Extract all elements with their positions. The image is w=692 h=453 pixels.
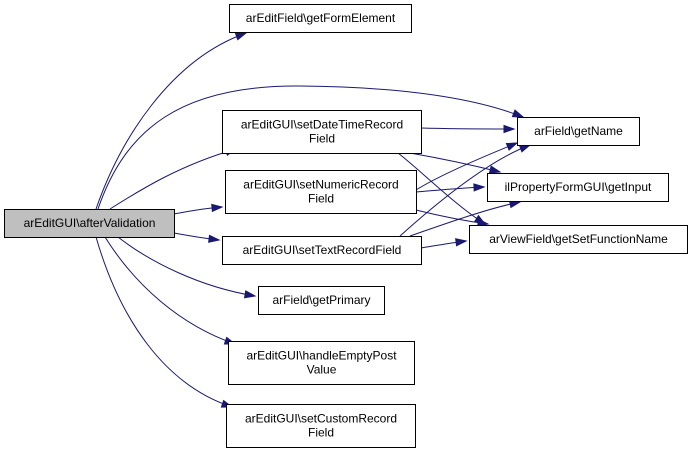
edge-afterValidation-to-handleEmpty (104, 236, 237, 345)
node-label: arEditGUI\setDateTimeRecord (241, 118, 403, 132)
edge-line (420, 127, 515, 130)
edge-setNumeric-to-getInput (415, 183, 486, 193)
node-box[interactable] (222, 110, 422, 154)
edge-arrowhead (503, 124, 516, 134)
edge-afterValidation-to-setCustom (95, 236, 234, 408)
node-label: arEditGUI\afterValidation (24, 216, 156, 230)
node-getInput[interactable]: ilPropertyFormGUI\getInput (487, 173, 669, 202)
node-getSetFunctionName[interactable]: arViewField\getSetFunctionName (469, 225, 688, 254)
node-box[interactable] (226, 404, 416, 448)
nodes-layer: arEditGUI\afterValidation arEditField\get… (4, 4, 688, 448)
node-box[interactable] (517, 117, 640, 146)
node-box[interactable] (469, 225, 688, 254)
node-box[interactable] (229, 4, 412, 33)
edge-setText-to-getSetFunctionName (420, 238, 468, 249)
node-getPrimary[interactable]: arField\getPrimary (258, 286, 385, 315)
edge-line (117, 236, 256, 297)
node-box[interactable] (225, 170, 417, 214)
edge-setDateTime-to-getName (420, 124, 516, 134)
edge-arrowhead (208, 234, 221, 243)
node-label: arEditGUI\setCustomRecord (245, 412, 397, 426)
edge-arrowhead (511, 109, 525, 118)
edge-line (109, 148, 237, 210)
edge-line (95, 236, 233, 408)
edge-afterValidation-to-setNumeric (173, 203, 224, 215)
edge-arrowhead (488, 165, 502, 174)
edge-afterValidation-to-setText (173, 232, 221, 243)
edge-line (415, 142, 518, 191)
edge-arrowhead (518, 144, 532, 153)
node-getName[interactable]: arField\getName (517, 117, 640, 146)
edges-layer (95, 32, 532, 408)
node-label: ilPropertyFormGUI\getInput (505, 180, 652, 194)
node-box[interactable] (4, 209, 175, 238)
node-label: arField\getName (534, 124, 623, 138)
edge-afterValidation-to-getName (97, 85, 525, 210)
edge-arrowhead (234, 32, 248, 41)
node-box[interactable] (487, 173, 669, 202)
edge-setDateTime-to-getInput (409, 152, 502, 174)
edge-line (104, 236, 236, 345)
edge-arrowhead (211, 203, 224, 213)
edge-line (397, 152, 486, 225)
node-label: arEditGUI\setNumericRecord (243, 178, 398, 192)
edge-arrowhead (455, 238, 468, 247)
edge-afterValidation-to-setDateTime (109, 147, 238, 210)
node-label: Value (307, 363, 337, 377)
edge-line (97, 85, 524, 210)
node-box[interactable] (258, 286, 385, 315)
node-setText[interactable]: arEditGUI\setTextRecordField (222, 236, 422, 265)
edge-arrowhead (243, 290, 257, 299)
edge-setText-to-getName (399, 144, 532, 237)
node-label: arEditField\getFormElement (246, 11, 396, 25)
node-box[interactable] (228, 341, 415, 385)
node-label: arViewField\getSetFunctionName (489, 232, 668, 246)
node-label: Field (308, 192, 334, 206)
edge-afterValidation-to-getPrimary (117, 236, 257, 299)
edge-setNumeric-to-getName (415, 142, 519, 191)
edge-afterValidation-to-getFormElement (95, 32, 248, 210)
node-label: Field (309, 132, 335, 146)
edge-line (399, 144, 531, 237)
node-label: arEditGUI\setTextRecordField (243, 243, 402, 257)
edge-arrowhead (473, 183, 486, 192)
node-afterValidation[interactable]: arEditGUI\afterValidation (4, 209, 175, 238)
node-label: Field (308, 426, 334, 440)
edge-arrowhead (505, 142, 519, 151)
node-box[interactable] (222, 236, 422, 265)
node-label: arEditGUI\handleEmptyPost (246, 349, 397, 363)
node-label: arField\getPrimary (272, 293, 370, 307)
edge-line (95, 32, 247, 210)
node-getFormElement[interactable]: arEditField\getFormElement (229, 4, 412, 33)
